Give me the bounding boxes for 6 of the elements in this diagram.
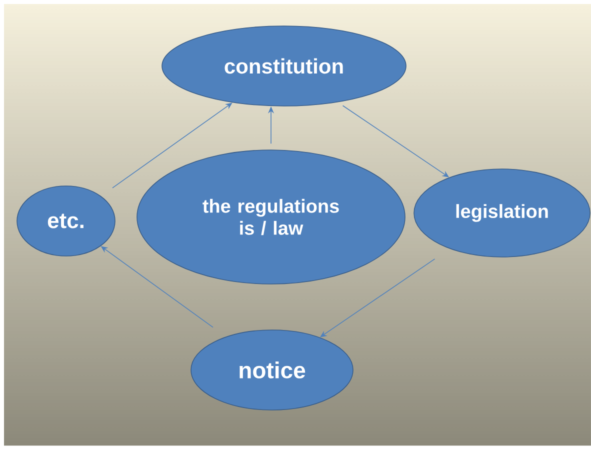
ellipse-node: legislation (414, 168, 590, 258)
ellipse-node: the regulations is / law (136, 150, 406, 284)
ellipse-node: constitution (162, 26, 406, 106)
ellipse-node: etc. (16, 186, 116, 256)
ellipse-node: notice (190, 330, 354, 410)
arrow (112, 102, 232, 188)
